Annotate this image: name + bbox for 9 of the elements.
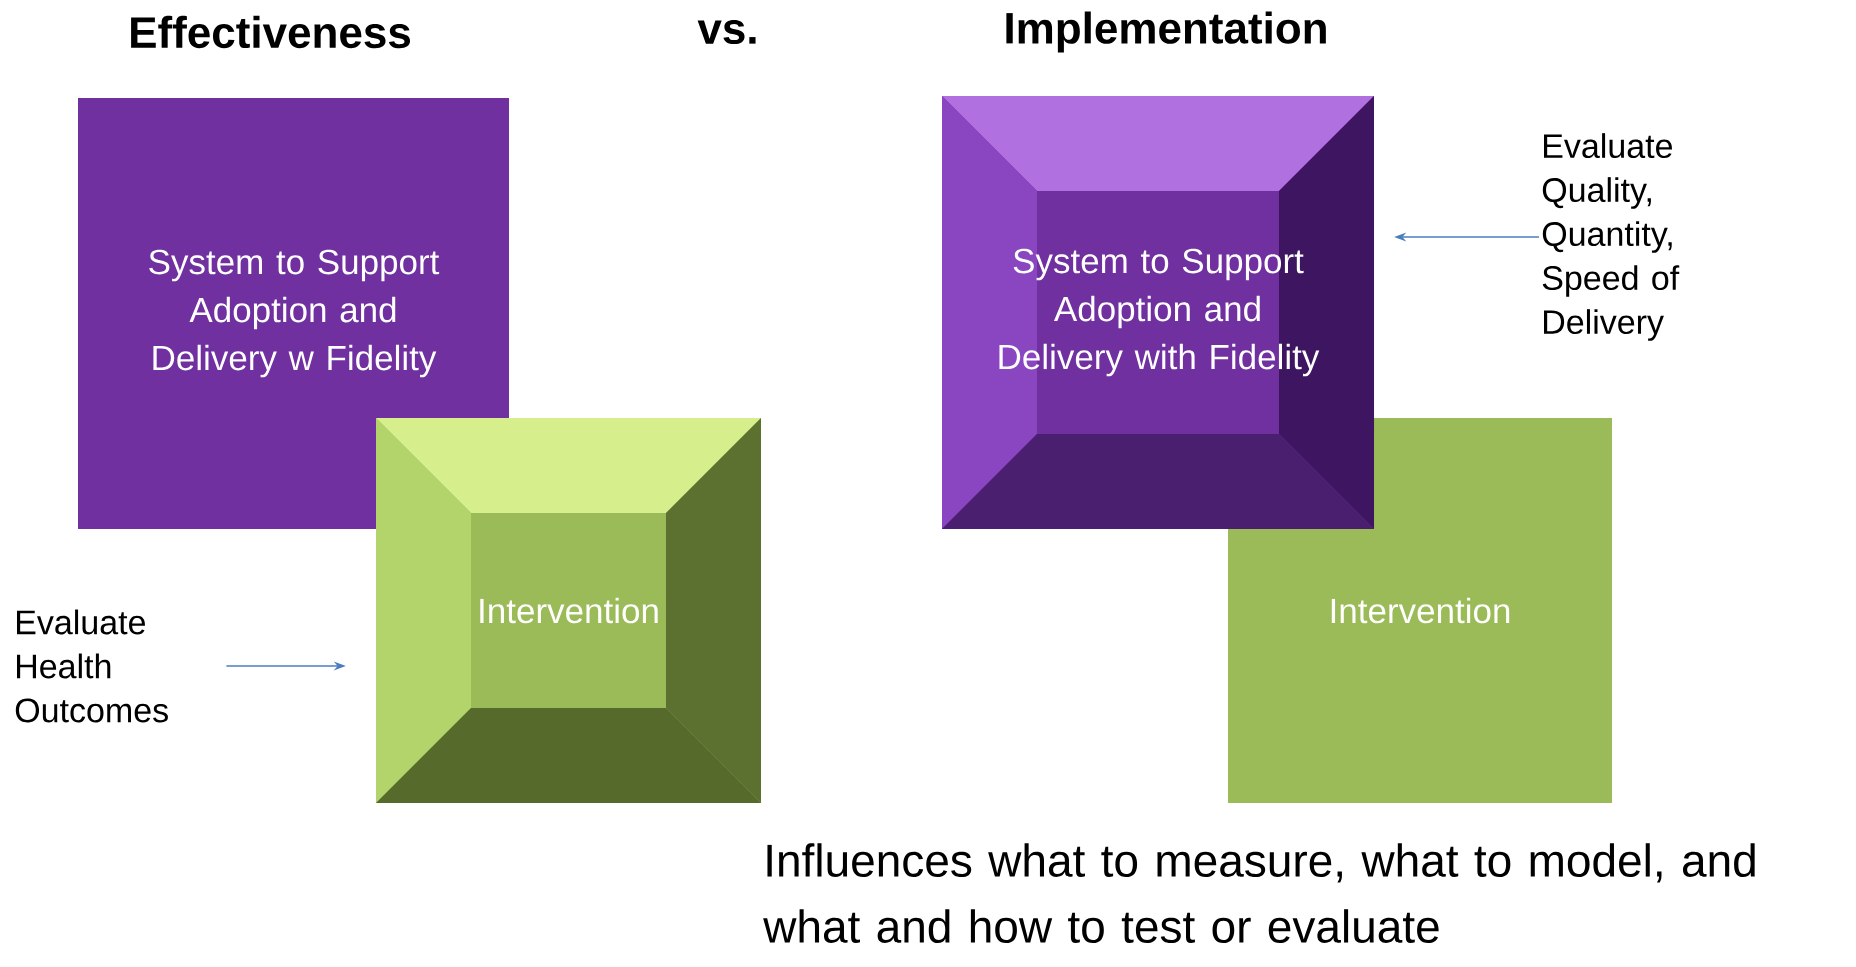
note-text: Evaluate Quality, Quantity, Speed of Delivery: [1542, 133, 1680, 341]
beveled-box: Intervention: [376, 418, 761, 803]
heading: Implementation: [1006, 11, 1326, 53]
note-text: Evaluate Health Outcomes: [15, 609, 168, 723]
beveled-box: System to Support Adoption and Delivery with Fidelity: [942, 96, 1374, 529]
heading: vs.: [697, 19, 756, 45]
heading: Effectiveness: [131, 15, 410, 49]
note-text: Influences what to measure, what to model, and what and how to test or evaluate: [763, 843, 1755, 943]
square-box: System to Support Adoption and Delivery w Fidelity: [78, 98, 509, 529]
